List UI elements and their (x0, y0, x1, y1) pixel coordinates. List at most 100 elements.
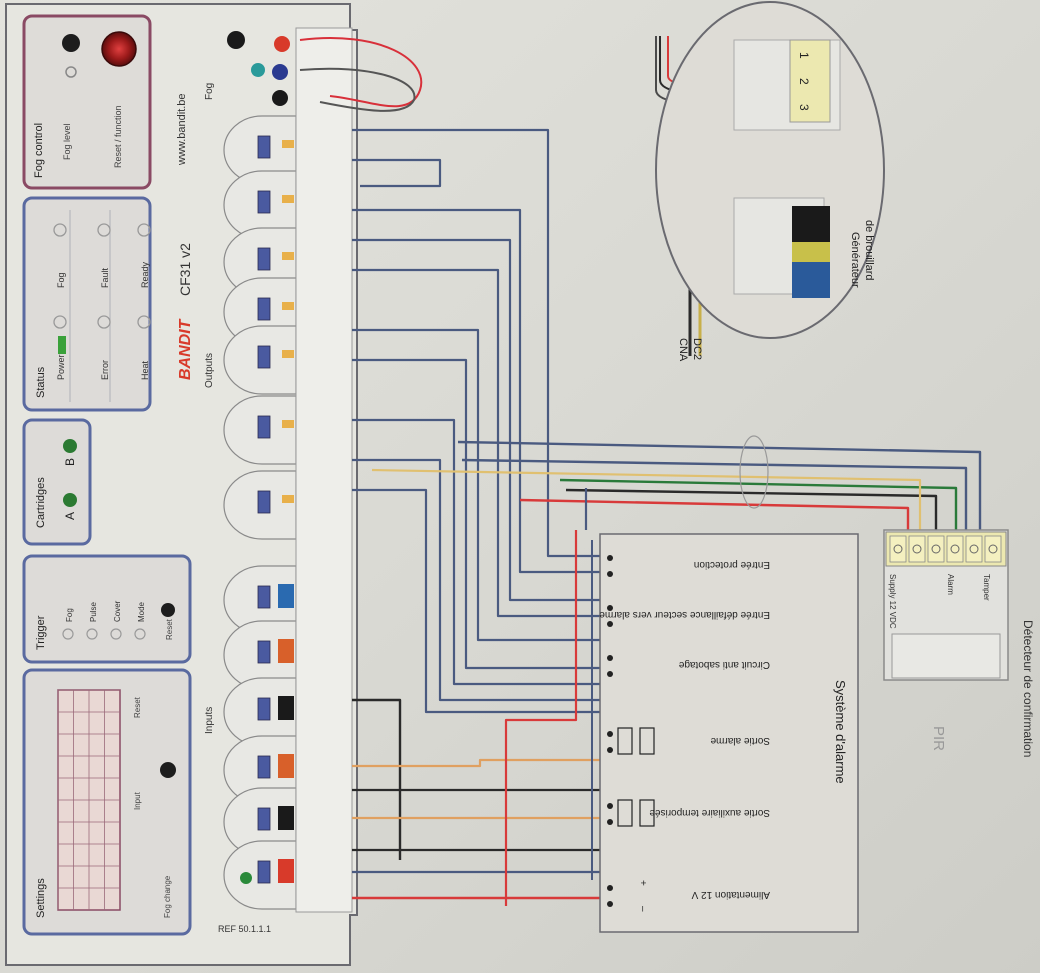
terminal-screw (257, 297, 271, 321)
alarm-terminal-dot (607, 555, 613, 561)
wire-pir-yellow (371, 468, 922, 540)
relay-contact (617, 799, 633, 827)
terminal-screw (257, 247, 271, 271)
pir-terminal (889, 535, 907, 563)
alarm-item-label: Entrée défaillance secteur vers alarme (599, 609, 770, 620)
wire-output (352, 158, 442, 188)
input-terminal-block (278, 754, 294, 778)
fog-generator-label-2: de brouillard (863, 220, 875, 281)
relay-contact (639, 727, 655, 755)
pir-terminal-label: Tamper (982, 574, 991, 601)
controller-brand: BANDIT (177, 318, 194, 380)
status-title: Status (35, 366, 47, 398)
alarm-terminal-dot (607, 747, 613, 753)
pir-label: PIR (930, 726, 947, 751)
fog-generator-terminal-number: 2 (797, 78, 811, 85)
status-led (137, 315, 151, 329)
controller-website: www.bandit.be (176, 93, 188, 166)
settings-reset-button[interactable] (160, 762, 176, 778)
trigger-led (110, 628, 122, 640)
alarm-terminal-dot (607, 605, 613, 611)
terminal-screw (257, 807, 271, 831)
fog-generator-terminal-number: 1 (797, 52, 811, 59)
terminal-screw (257, 135, 271, 159)
wire-input-black (352, 698, 402, 860)
settings-box: Input Reset Fog change Settings (22, 668, 192, 936)
fog-terminal-black (227, 31, 245, 49)
alarm-terminal-dot (607, 803, 613, 809)
wire-fog-red (299, 37, 423, 108)
status-item-label: Ready (140, 261, 150, 288)
fog-level-led (62, 34, 80, 52)
cartridge-b-label: B (63, 458, 77, 466)
alarm-terminal-dot (607, 731, 613, 737)
power-label-2: DC2 (691, 338, 703, 360)
trigger-item-label: Pulse (89, 601, 98, 622)
input-terminal-block (278, 584, 294, 608)
wire-pir-blue (457, 440, 982, 540)
input-terminal-block (278, 806, 294, 830)
alarm-system-title: Système d'alarme (833, 680, 848, 784)
wire-pir-green (559, 478, 958, 540)
wire-output (352, 208, 610, 574)
reset-button[interactable] (101, 31, 137, 67)
terminal-screw (257, 190, 271, 214)
pir-terminal (908, 535, 926, 563)
wire-output (352, 458, 610, 702)
settings-title: Settings (35, 878, 47, 918)
cartridges-box: A B Cartridges (22, 418, 92, 546)
cartridge-a-label: A (63, 512, 77, 520)
status-item-label: Heat (140, 360, 150, 380)
input-terminal-block (278, 696, 294, 720)
terminal-mark (282, 140, 294, 148)
input-terminal-block (278, 639, 294, 663)
alarm-item-label: Alimentation 12 V (691, 889, 770, 900)
wire-output (352, 358, 610, 670)
terminal-mark (282, 495, 294, 503)
terminal-screw (257, 640, 271, 664)
trigger-reset-label: Reset (165, 618, 174, 640)
alarm-terminal-dot (607, 655, 613, 661)
pir-terminal-screw (950, 544, 960, 554)
status-item-label: Fault (100, 267, 110, 288)
pir-caption: Détecteur de confirmation (1021, 620, 1035, 757)
fog-control-box: Fog control Fog level Reset / function (22, 14, 152, 190)
fog-control-title: Fog control (33, 123, 45, 178)
pir-lens (891, 633, 1001, 679)
trigger-reset-button[interactable] (161, 603, 175, 617)
status-led (97, 223, 111, 237)
settings-reset-label: Reset (133, 696, 142, 718)
alarm-terminal-dot (607, 901, 613, 907)
wire-output (352, 128, 610, 558)
wire-pir-black (565, 488, 938, 540)
status-led (137, 223, 151, 237)
settings-input-label: Input (133, 791, 142, 810)
fog-generator: 1 2 3 Générateur de brouillard CNA DC2 (655, 1, 885, 362)
cartridge-b-led (63, 439, 77, 453)
inputs-group-label: Inputs (204, 707, 215, 734)
fog-generator-terminal-number: 3 (797, 104, 811, 111)
terminal-mark (282, 350, 294, 358)
wire-output (352, 418, 610, 686)
status-item-label: Fog (56, 272, 66, 288)
pir-terminal (927, 535, 945, 563)
pir-terminal-screw (988, 544, 998, 554)
alarm-terminal-dot (607, 671, 613, 677)
fog-terminal-blue (272, 64, 288, 80)
fog-generator-label-1: Générateur (849, 232, 861, 288)
trigger-led (62, 628, 74, 640)
terminal-mark (282, 302, 294, 310)
alarm-item-label: Sortie auxiliaire temporisée (649, 807, 770, 818)
power-label-1: CNA (677, 338, 689, 362)
fog-level-indicator (65, 66, 77, 78)
relay-contact (617, 727, 633, 755)
terminal-screw (257, 585, 271, 609)
relay-contact (639, 799, 655, 827)
cable-tie (739, 435, 769, 509)
pir-terminal-screw (912, 544, 922, 554)
controller-model: CF31 v2 (177, 243, 193, 296)
wire-output (352, 328, 610, 642)
